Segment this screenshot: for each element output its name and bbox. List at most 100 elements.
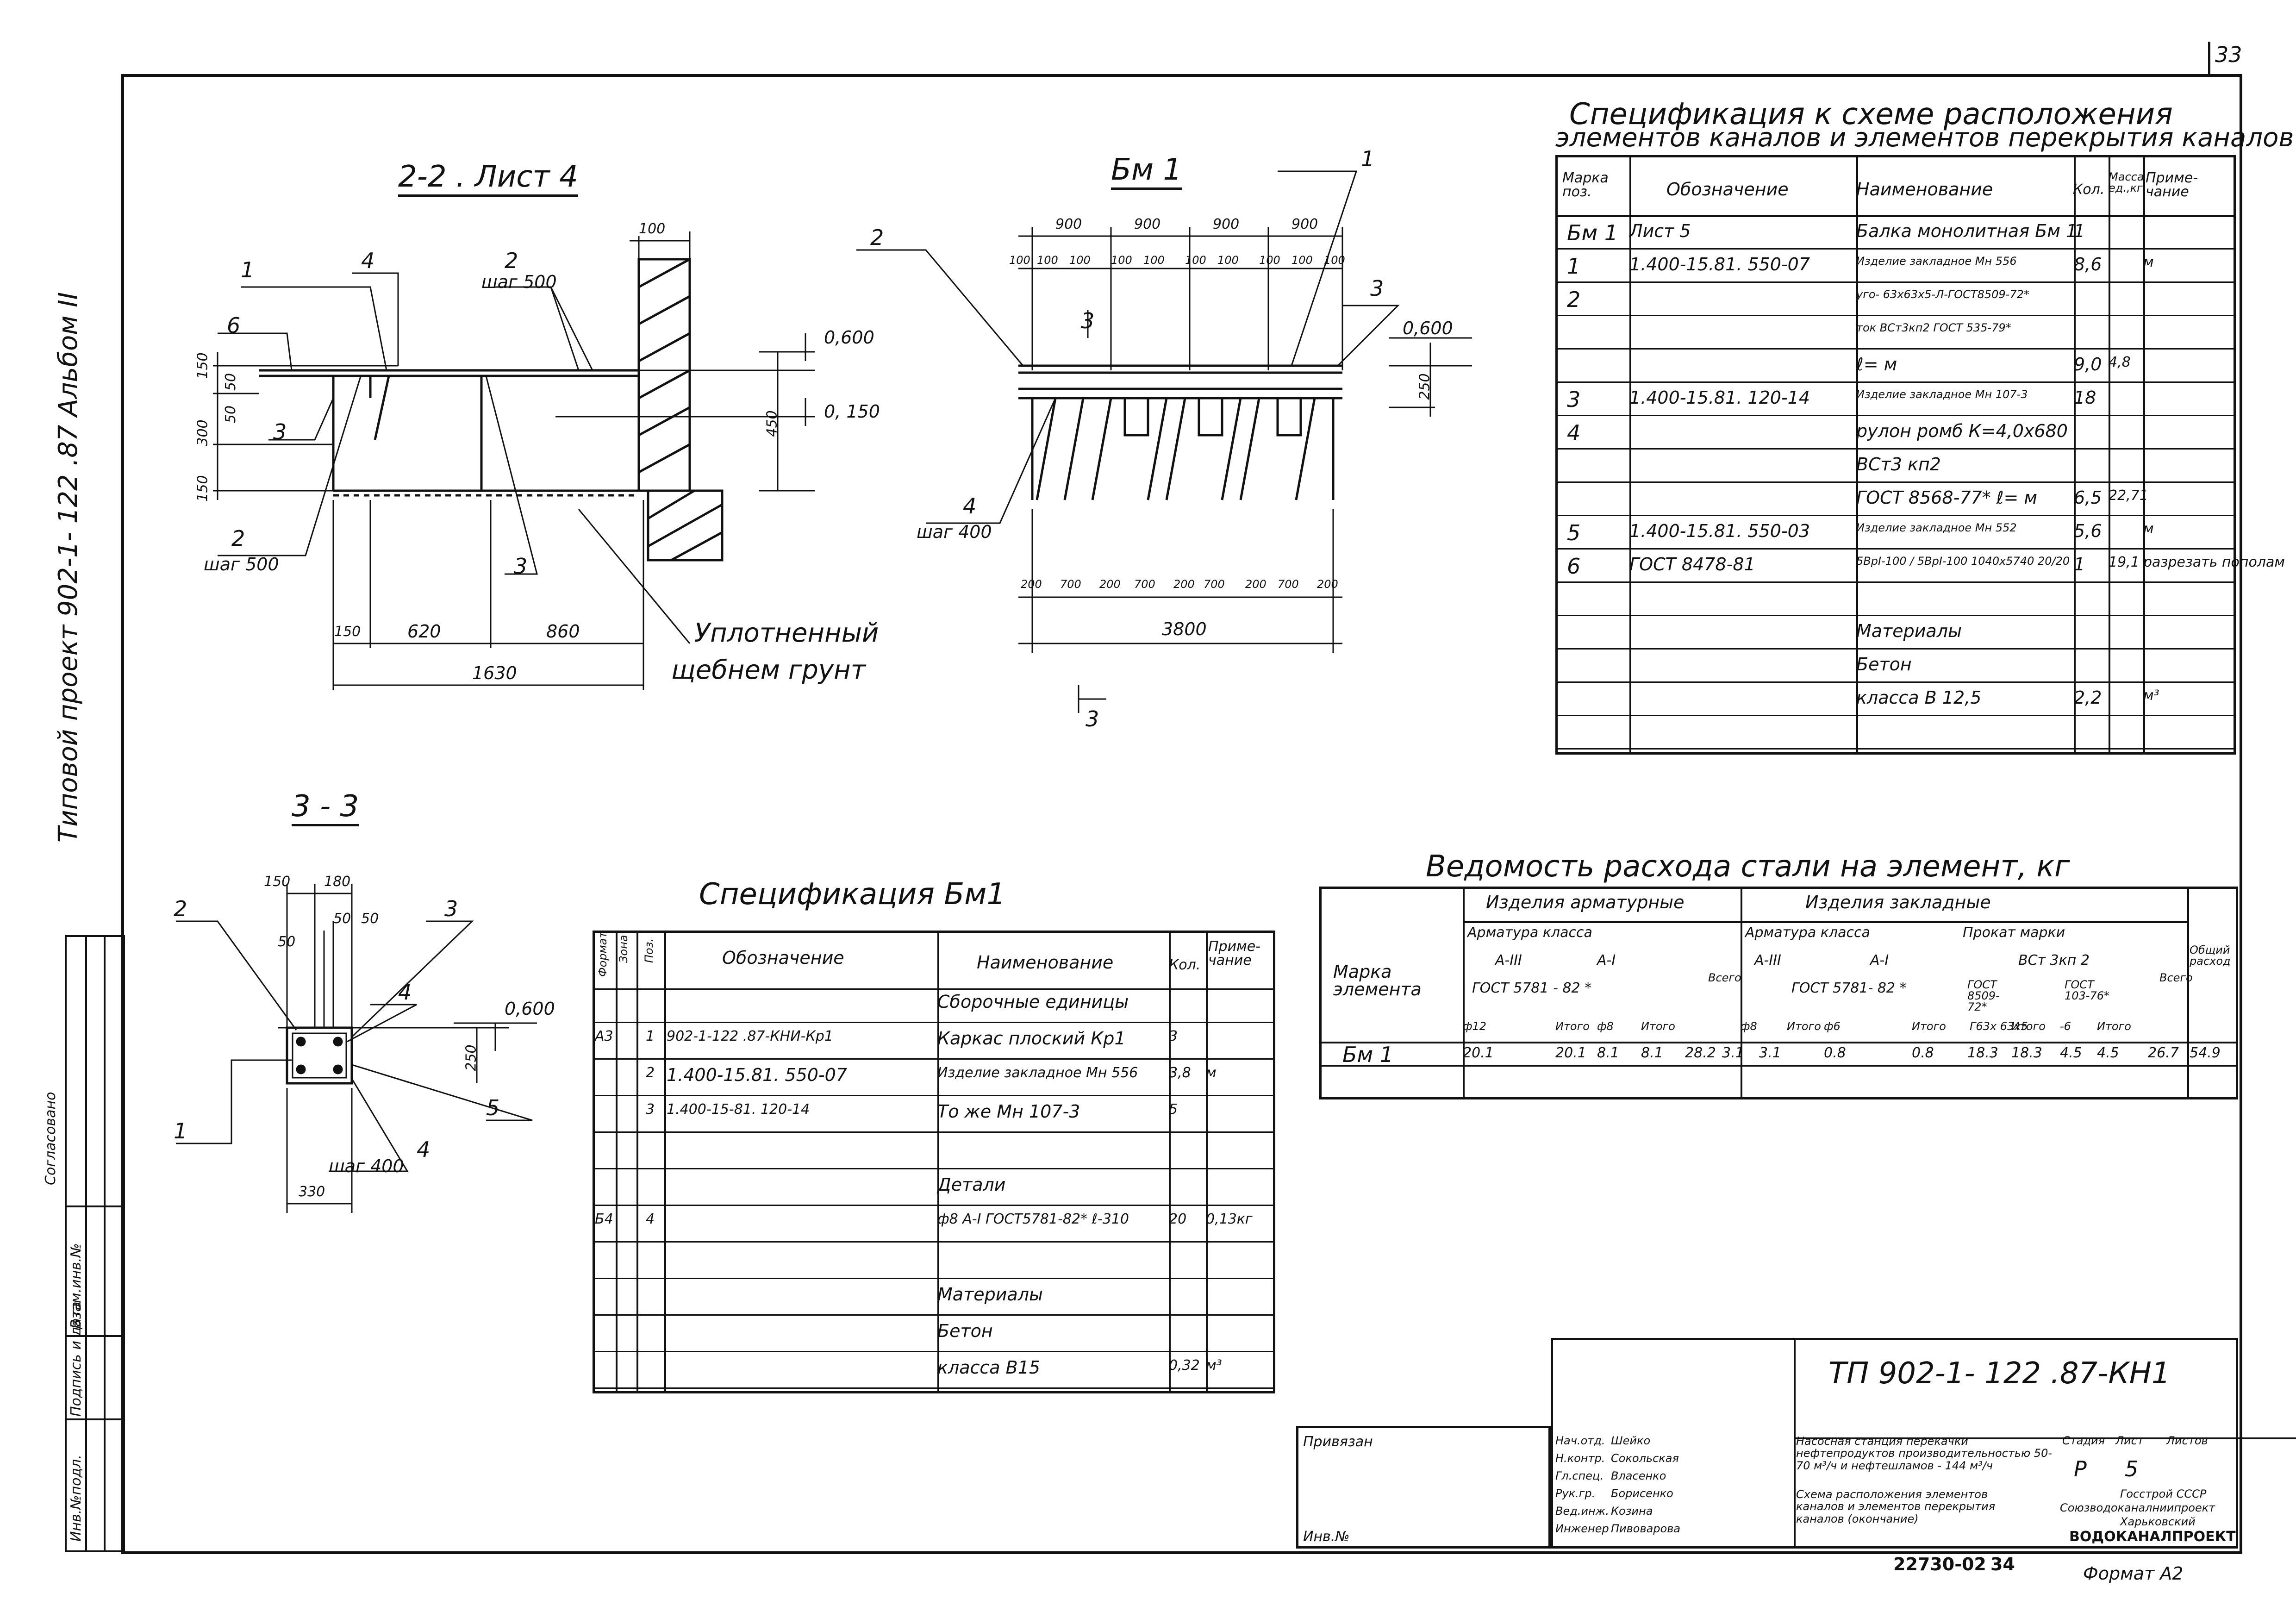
spec-top-cell: уго- 63х63х5-Л-ГОСТ8509-72* bbox=[1856, 288, 2029, 301]
bm1-callout-4: 4 bbox=[963, 493, 977, 518]
steel-subheader: Итого bbox=[1555, 1020, 1590, 1033]
bm1-dim-900-4: 900 bbox=[1292, 216, 1318, 232]
steel-h-gost103: ГОСТ 103-76* bbox=[2065, 978, 2110, 1002]
dim-150: 150 bbox=[194, 352, 211, 379]
callout-3: 3 bbox=[273, 419, 287, 444]
title-role: Рук.гр. bbox=[1555, 1487, 1596, 1500]
spec-bm1-cell: м³ bbox=[1206, 1357, 1222, 1374]
steel-h-arm-class2: Арматура класса bbox=[1745, 924, 1870, 941]
project-name: Насосная станция перекачки нефтепродукто… bbox=[1796, 1435, 2053, 1472]
spec-top-cell: 4 bbox=[1567, 420, 1581, 445]
title-role: Гл.спец. bbox=[1555, 1469, 1603, 1482]
spec-top-h-mass: Масса ед.,кг bbox=[2109, 170, 2144, 194]
soil-label-1: Уплотненный bbox=[694, 618, 879, 648]
section-2-2-drawing bbox=[213, 231, 815, 690]
sheet-header: Лист bbox=[2115, 1434, 2144, 1447]
spec-top-title-1: Спецификация к схеме расположения bbox=[1569, 97, 2173, 131]
dim-450: 450 bbox=[764, 410, 780, 437]
steel-cell: 20.1 bbox=[1555, 1045, 1586, 1061]
section-3-3-title: 3 - 3 bbox=[292, 792, 359, 826]
sheet-value: 5 bbox=[2125, 1456, 2139, 1481]
bm1-dim-900-2: 900 bbox=[1134, 216, 1161, 232]
bm1-sub-1: 100 bbox=[1009, 254, 1030, 267]
spec-top-cell: 1 bbox=[2074, 221, 2085, 241]
spec-top-row-line bbox=[1555, 481, 2236, 483]
spec-top-cell: Балка монолитная Бм 1 bbox=[1856, 221, 2078, 241]
bm1-sub-8: 100 bbox=[1259, 254, 1280, 267]
privyazan-block bbox=[1296, 1426, 1551, 1549]
steel-subheader: Итого bbox=[2097, 1020, 2131, 1033]
spec-bm1-row-line bbox=[593, 1131, 1275, 1133]
spec-top-cell: 8,6 bbox=[2074, 254, 2102, 275]
org-1: Госстрой СССР bbox=[2120, 1487, 2207, 1500]
step-label: шаг 500 bbox=[481, 272, 557, 292]
steel-h-vsego2: Всего bbox=[2159, 971, 2193, 984]
spec-top-cell: Лист 5 bbox=[1629, 221, 1691, 241]
title-name: Борисенко bbox=[1611, 1487, 1673, 1500]
dim-860: 860 bbox=[546, 621, 580, 642]
spec-bm1-row-line bbox=[593, 1205, 1275, 1206]
spec-top-cell: 5 bbox=[1567, 520, 1581, 545]
title-role: Инженер bbox=[1555, 1522, 1609, 1535]
dim-1630: 1630 bbox=[472, 663, 517, 683]
spec-bm1-cell: м bbox=[1206, 1065, 1217, 1081]
steel-cell: 28.2 bbox=[1685, 1045, 1716, 1061]
spec-top-title-2: элементов каналов и элементов перекрытия… bbox=[1555, 123, 2294, 153]
spec-bm1-cell: Детали bbox=[937, 1174, 1006, 1195]
steel-cell: 20.1 bbox=[1463, 1045, 1494, 1061]
spec-bm1-row-line bbox=[593, 1314, 1275, 1316]
bm1-bot-6: 700 bbox=[1204, 578, 1225, 591]
spec-bm1-cell: 1 bbox=[646, 1028, 655, 1044]
dim-300: 300 bbox=[194, 419, 211, 446]
spec-top-cell: ℓ= м bbox=[1856, 354, 1897, 375]
bm1-cut-top: 3 bbox=[1081, 308, 1095, 333]
steel-subheader: Итого bbox=[2011, 1020, 2046, 1033]
spec-top-cell: Бм 1 bbox=[1567, 220, 1618, 245]
stage-header: Стадия bbox=[2062, 1434, 2105, 1447]
spec-top-cell: 2,2 bbox=[2074, 687, 2102, 708]
spec-bm1-table bbox=[593, 931, 1275, 1393]
callout-2: 2 bbox=[505, 248, 518, 273]
bm1-bot-5: 200 bbox=[1173, 578, 1195, 591]
spec-top-cell: Изделие закладное Мн 107-3 bbox=[1856, 388, 2028, 401]
spec-top-row-line bbox=[1555, 748, 2236, 750]
spec-bm1-cell: Материалы bbox=[937, 1284, 1043, 1305]
callout-4: 4 bbox=[361, 248, 375, 273]
spec-bm1-row-line bbox=[593, 1278, 1275, 1279]
spec-bm1-row-line bbox=[593, 1095, 1275, 1096]
bm1-sub-4: 100 bbox=[1111, 254, 1132, 267]
spec-bm1-cell: Сборочные единицы bbox=[937, 992, 1129, 1012]
spec-bm1-cell: 20 bbox=[1169, 1211, 1187, 1227]
dim-50b: 50 bbox=[223, 405, 239, 424]
spec-top-row-line bbox=[1555, 248, 2236, 250]
spec-bm1-row-line bbox=[593, 1058, 1275, 1060]
org-4: ВОДОКАНАЛПРОЕКТ bbox=[2069, 1529, 2236, 1545]
steel-h-arm-class: Арматура класса bbox=[1467, 924, 1592, 941]
spec-bm1-h-qty: Кол. bbox=[1169, 957, 1201, 973]
steel-h-gost1: ГОСТ 5781 - 82 * bbox=[1472, 980, 1592, 996]
spec-top-cell: Бетон bbox=[1856, 654, 1912, 675]
section-2-2-title: 2-2 . Лист 4 bbox=[398, 162, 578, 197]
spec-top-cell: 18 bbox=[2074, 387, 2096, 408]
callout-3b: 3 bbox=[514, 554, 528, 579]
left-strip bbox=[65, 935, 125, 1552]
spec-bm1-cell: Каркас плоский Кр1 bbox=[937, 1028, 1126, 1049]
spec-bm1-h-format: Формат bbox=[596, 931, 609, 977]
spec-top-row-line bbox=[1555, 715, 2236, 716]
steel-cell: 8.1 bbox=[1641, 1045, 1663, 1061]
spec-top-row-line bbox=[1555, 648, 2236, 650]
spec-bm1-row-line bbox=[593, 1351, 1275, 1352]
steel-table bbox=[1319, 887, 2238, 1099]
title-name: Шейко bbox=[1611, 1434, 1651, 1447]
section-bm1-title: Бм 1 bbox=[1111, 155, 1182, 190]
steel-cell: 8.1 bbox=[1597, 1045, 1619, 1061]
spec-bm1-cell: То же Мн 107-3 bbox=[937, 1101, 1080, 1122]
spec-bm1-h-note: Приме-чание bbox=[1208, 938, 1261, 968]
spec-top-cell: 5ВрI-100 / 5ВрI-100 1040х5740 20/20 bbox=[1856, 555, 2070, 568]
title-role: Н.контр. bbox=[1555, 1452, 1605, 1465]
bm1-total: 3800 bbox=[1162, 619, 1207, 639]
bm1-bot-3: 200 bbox=[1099, 578, 1121, 591]
s33-dim-50c: 50 bbox=[278, 934, 296, 950]
steel-cell: 3.1 bbox=[1722, 1045, 1744, 1061]
steel-cell: 4.5 bbox=[2060, 1045, 2082, 1061]
